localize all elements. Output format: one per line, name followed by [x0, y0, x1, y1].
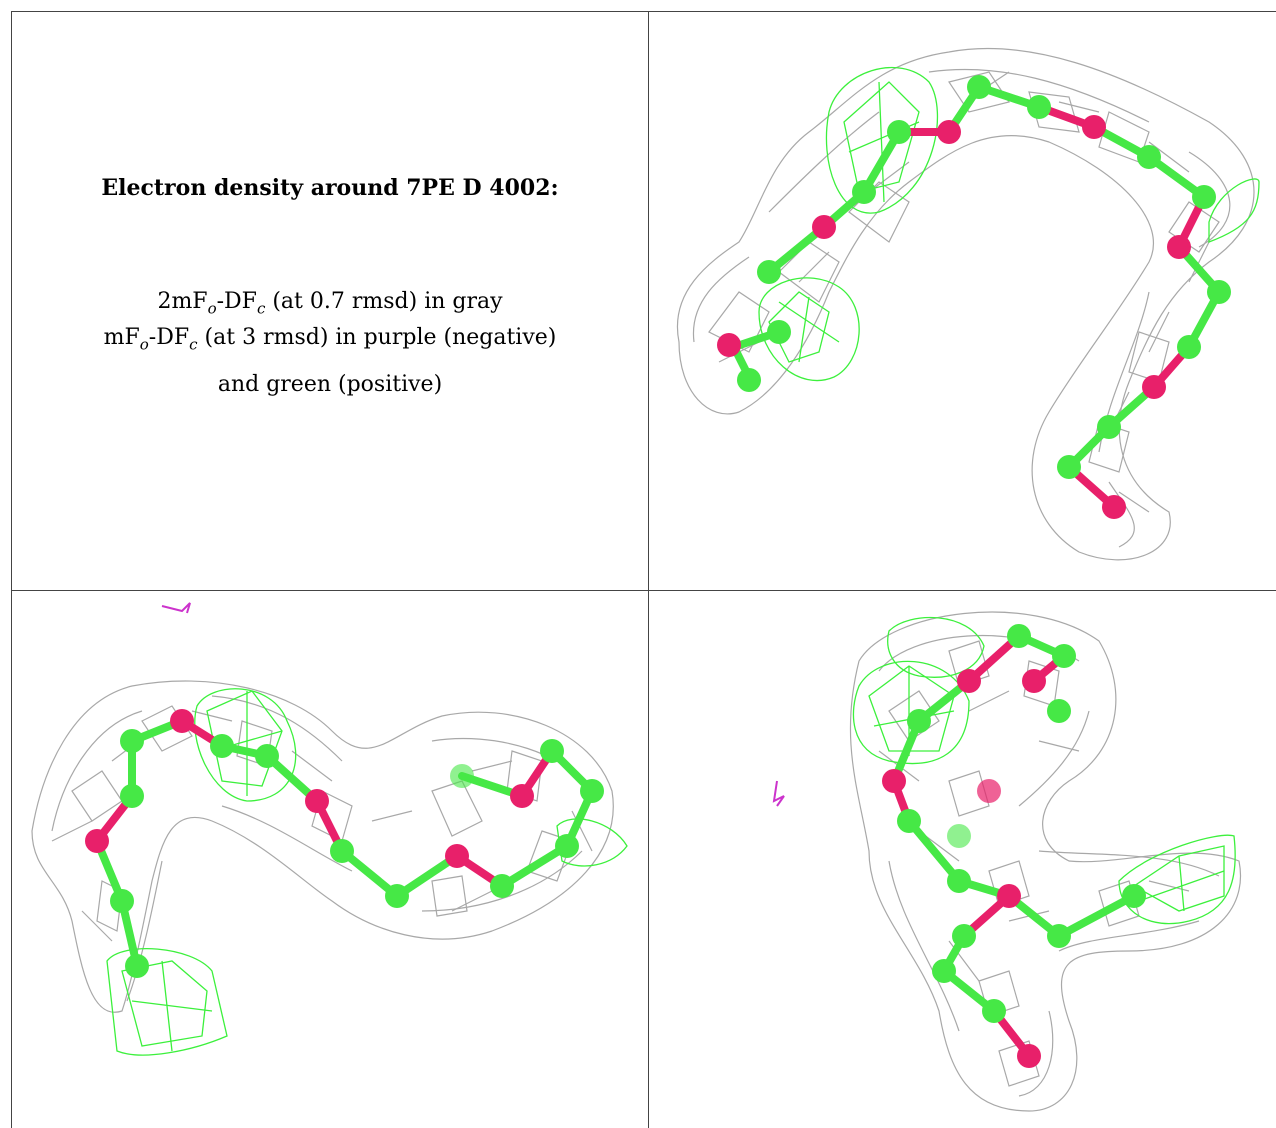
grid-border-left: [11, 11, 12, 1128]
positive-density-mesh: [852, 616, 1236, 925]
grid-divider-vertical: [648, 11, 649, 1128]
grid-divider-horizontal: [11, 590, 1276, 591]
density-view-2: [12, 591, 648, 1128]
bonds: [890, 632, 1138, 1060]
negative-density-fragment: [772, 780, 785, 807]
density-view-2-svg: [31, 602, 628, 1056]
gray-mesh: [31, 680, 614, 1013]
positive-density-mesh: [758, 66, 1260, 382]
gray-mesh: [676, 47, 1255, 561]
atoms: [717, 75, 1231, 519]
caption-cell: Electron density around 7PE D 4002: 2mFo…: [12, 12, 648, 590]
density-view-1-svg: [676, 47, 1260, 561]
caption-line-2fo: 2mFo-DFc (at 0.7 rmsd) in gray: [157, 289, 503, 318]
density-view-3-svg: [772, 611, 1241, 1112]
atoms: [882, 624, 1146, 1068]
caption-title: Electron density around 7PE D 4002:: [101, 175, 559, 201]
caption-line-green: and green (positive): [217, 372, 443, 397]
grid-border-top: [11, 11, 1276, 12]
density-view-1: [649, 12, 1276, 590]
atoms: [85, 709, 604, 978]
density-view-3: [649, 591, 1276, 1128]
negative-density-fragment: [161, 602, 191, 614]
caption-line-fo: mFo-DFc (at 3 rmsd) in purple (negative): [103, 325, 557, 354]
